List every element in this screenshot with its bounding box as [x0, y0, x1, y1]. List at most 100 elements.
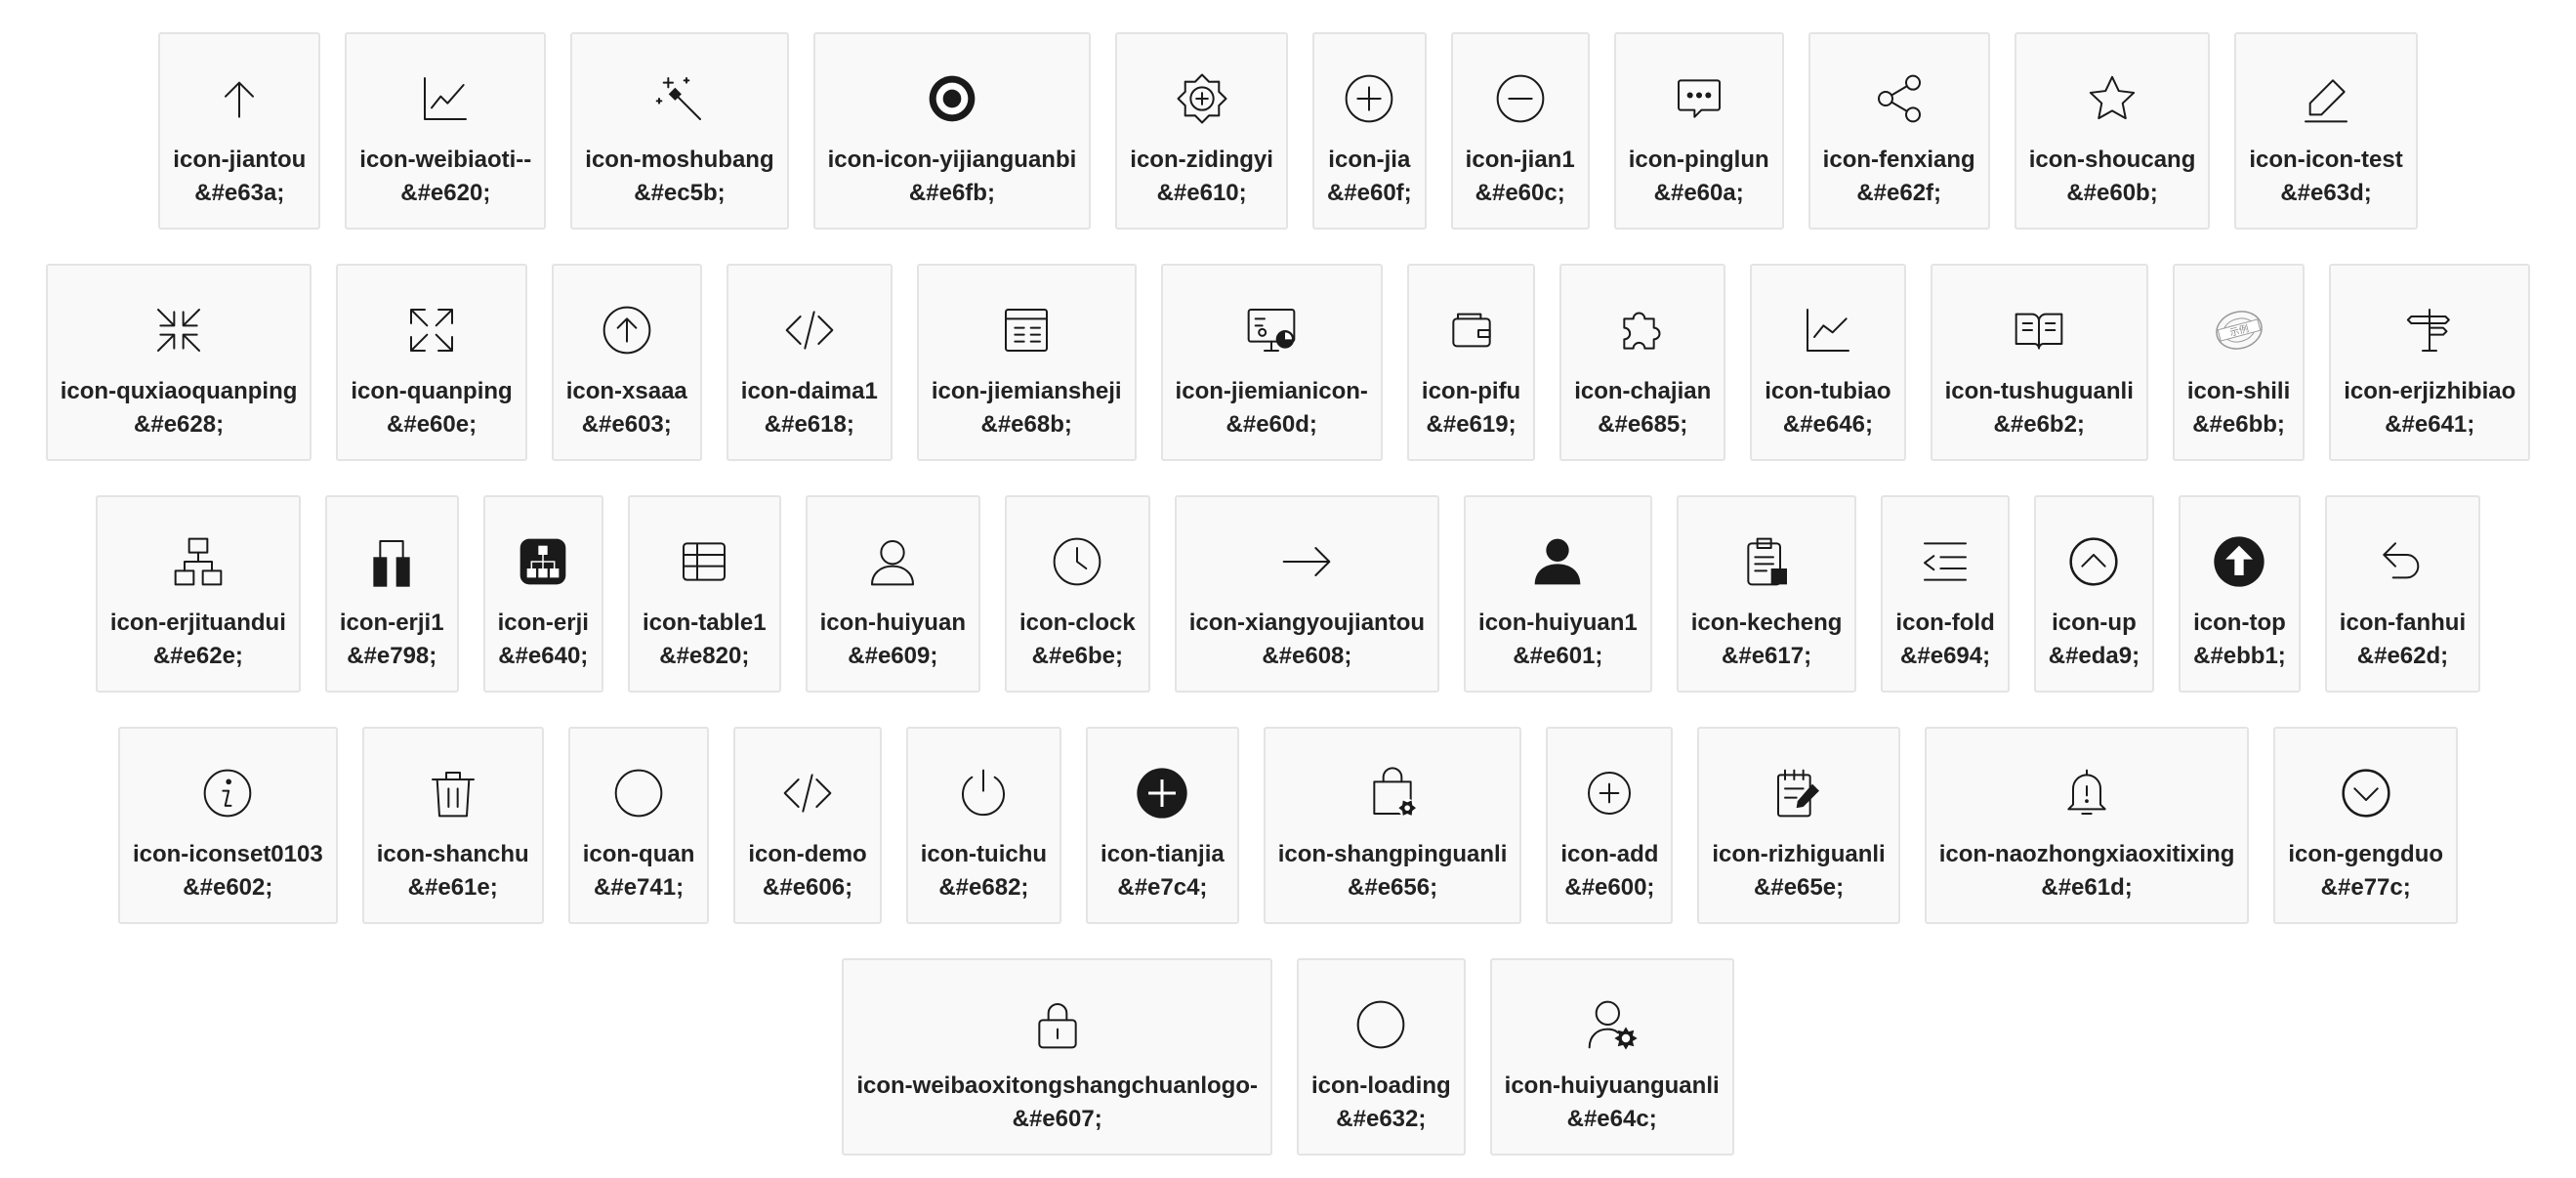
share-icon [1872, 71, 1927, 126]
icon-class-name: icon-gengduo [2288, 841, 2444, 867]
icon-class-name: icon-fold [1895, 610, 1995, 636]
arrow-right-icon [1279, 534, 1334, 589]
icon-card: icon-fold&#e694; [1881, 495, 2010, 693]
icon-class-name: icon-pinglun [1628, 147, 1769, 173]
icon-unicode: &#e608; [1262, 643, 1352, 669]
icon-unicode: &#e606; [763, 874, 853, 901]
wallet-icon [1444, 303, 1499, 358]
target-icon [925, 71, 979, 126]
icon-card: icon-jia&#e60f; [1311, 32, 1427, 230]
icon-unicode: &#e65e; [1754, 874, 1845, 901]
icon-card: icon-up &#eda9; [2033, 495, 2155, 693]
icon-class-name: icon-shili [2186, 378, 2291, 404]
shopping-bag-gear-icon [1365, 766, 1420, 820]
power-icon [956, 766, 1011, 820]
icon-unicode: &#e619; [1426, 411, 1517, 438]
icon-unicode: &#e60c; [1475, 180, 1565, 206]
chart-axes-icon [1801, 303, 1855, 358]
monitor-chart-icon [1244, 303, 1299, 358]
code-slash-icon [780, 766, 835, 820]
icon-class-name: icon-table1 [642, 610, 767, 636]
line-chart-icon [418, 71, 473, 126]
icon-unicode: &#e68b; [980, 411, 1072, 438]
icon-unicode: &#e62e; [152, 643, 243, 669]
puzzle-icon [1615, 303, 1670, 358]
icon-unicode: &#eda9; [2048, 643, 2140, 669]
icon-unicode: &#e60d; [1226, 411, 1317, 438]
icon-unicode: &#e741; [594, 874, 685, 901]
notepad-pen-icon [1771, 766, 1826, 820]
icon-unicode: &#e61d; [2041, 874, 2133, 901]
icon-unicode: &#e6fb; [908, 180, 995, 206]
icon-card: icon-kecheng &#e617; [1676, 495, 1857, 693]
icon-unicode: &#e641; [2385, 411, 2475, 438]
icon-unicode: &#ec5b; [634, 180, 726, 206]
icon-class-name: icon-fenxiang [1822, 147, 1975, 173]
example-stamp-icon: 示例 [2212, 303, 2266, 358]
icon-card: icon-erjituandui&#e62e; [95, 495, 301, 693]
icon-card: icon-xsaaa&#e603; [551, 264, 702, 461]
star-icon [2085, 71, 2140, 126]
icon-unicode: &#e62f; [1856, 180, 1942, 206]
org-chart-icon [171, 534, 226, 589]
trash-icon [426, 766, 480, 820]
icon-unicode: &#e617; [1722, 643, 1812, 669]
comment-icon [1672, 71, 1726, 126]
icon-unicode: &#e63d; [2280, 180, 2372, 206]
icon-class-name: icon-pifu [1421, 378, 1521, 404]
icon-class-name: icon-weibiaoti-- [359, 147, 532, 173]
icon-class-name: icon-jiemianicon- [1175, 378, 1368, 404]
bell-icon [2059, 766, 2114, 820]
icon-unicode: &#e6bb; [2192, 411, 2285, 438]
icon-class-name: icon-xsaaa [565, 378, 687, 404]
icon-unicode: &#e628; [134, 411, 225, 438]
icon-card: icon-fanhui&#e62d; [2324, 495, 2481, 693]
arrow-up-icon [212, 71, 267, 126]
icon-card: icon-moshubang&#ec5b; [570, 32, 789, 230]
arrow-up-filled-circle-icon [2212, 534, 2266, 589]
icon-unicode: &#e620; [400, 180, 491, 206]
icon-class-name: icon-xiangyoujiantou [1188, 610, 1426, 636]
icon-card: icon-iconset0103&#e602; [117, 727, 338, 924]
icon-card: icon-shoucang&#e60b; [2014, 32, 2211, 230]
icon-unicode: &#e610; [1156, 180, 1247, 206]
icon-card: icon-tushuguanli&#e6b2; [1930, 264, 2148, 461]
icon-card: icon-erji&#e640; [482, 495, 603, 693]
circle-plus-icon [1342, 71, 1396, 126]
icon-unicode: &#e609; [848, 643, 938, 669]
icon-unicode: &#e600; [1564, 874, 1655, 901]
icon-card: icon-gengduo &#e77c; [2273, 727, 2459, 924]
icon-unicode: &#ebb1; [2193, 643, 2286, 669]
icon-card: icon-fenxiang &#e62f; [1807, 32, 1990, 230]
table-icon [677, 534, 731, 589]
icon-unicode: &#e62d; [2356, 643, 2449, 669]
icon-card: icon-top&#ebb1; [2179, 495, 2301, 693]
icon-unicode: &#e646; [1782, 411, 1873, 438]
icon-class-name: icon-loading [1311, 1073, 1451, 1099]
icon-class-name: icon-clock [1018, 610, 1136, 636]
icon-unicode: &#e656; [1348, 874, 1438, 901]
icon-class-name: icon-kecheng [1690, 610, 1843, 636]
icon-card: icon-loading&#e632; [1297, 958, 1466, 1156]
user-outline-icon [865, 534, 920, 589]
icon-class-name: icon-tuichu [920, 841, 1048, 867]
icon-unicode: &#e607; [1012, 1106, 1102, 1132]
exit-fullscreen-icon [151, 303, 206, 358]
icon-class-name: icon-up [2052, 610, 2137, 636]
icon-class-name: icon-weibaoxitongshangchuanlogo- [856, 1073, 1258, 1099]
icon-card: icon-shanchu&#e61e; [361, 727, 544, 924]
icon-unicode: &#e77c; [2320, 874, 2411, 901]
lock-icon [1030, 997, 1085, 1052]
icon-class-name: icon-huiyuanguanli [1504, 1073, 1720, 1099]
icon-class-name: icon-huiyuan1 [1478, 610, 1638, 636]
icon-class-name: icon-shoucang [2028, 147, 2196, 173]
icon-class-name: icon-jiantou [173, 147, 307, 173]
circle-plus-small-icon [1582, 766, 1637, 820]
icon-card: icon-huiyuan1&#e601; [1464, 495, 1652, 693]
chevron-up-circle-icon [2066, 534, 2121, 589]
icon-class-name: icon-shanchu [376, 841, 529, 867]
user-filled-icon [1530, 534, 1585, 589]
icon-class-name: icon-iconset0103 [132, 841, 323, 867]
icon-card: icon-huiyuan&#e609; [805, 495, 980, 693]
icon-card: icon-quxiaoquanping&#e628; [45, 264, 312, 461]
